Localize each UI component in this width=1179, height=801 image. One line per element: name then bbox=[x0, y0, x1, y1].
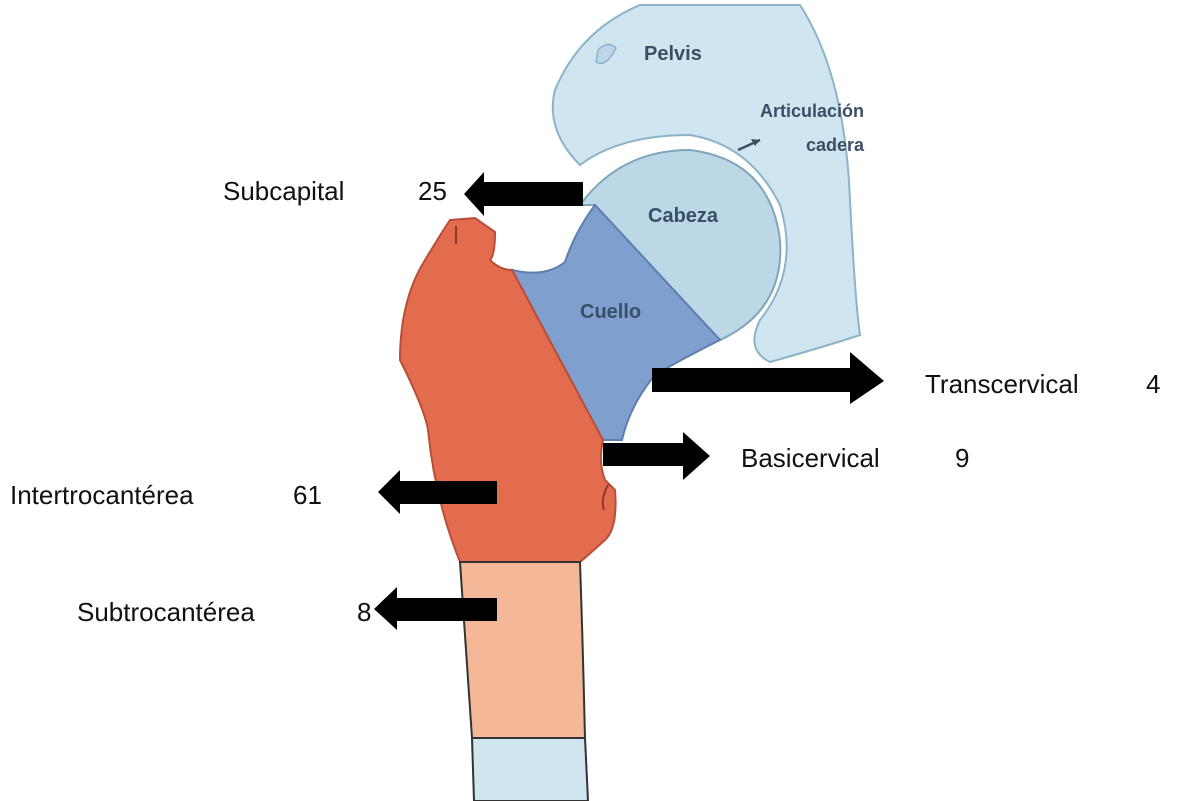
shaft-shape bbox=[472, 738, 588, 801]
pelvis-label: Pelvis bbox=[644, 43, 702, 65]
transcervical-value: 4 bbox=[1146, 369, 1160, 399]
joint-label-line2: cadera bbox=[806, 135, 865, 155]
intertrochanteric-value: 61 bbox=[293, 480, 322, 510]
subtrochanteric-label: Subtrocantérea bbox=[77, 597, 255, 627]
head-label: Cabeza bbox=[648, 205, 719, 227]
subcapital-arrow bbox=[464, 172, 583, 216]
basicervical-label: Basicervical bbox=[741, 443, 880, 473]
subcapital-value: 25 bbox=[418, 176, 447, 206]
neck-label: Cuello bbox=[580, 301, 641, 323]
intertrochanteric-label: Intertrocantérea bbox=[10, 480, 194, 510]
basicervical-value: 9 bbox=[955, 443, 969, 473]
transcervical-label: Transcervical bbox=[925, 369, 1079, 399]
subtrochanteric-value: 8 bbox=[357, 597, 371, 627]
subtrochanter-shape bbox=[460, 562, 585, 738]
joint-label-line1: Articulación bbox=[760, 101, 864, 121]
subcapital-label: Subcapital bbox=[223, 176, 344, 206]
